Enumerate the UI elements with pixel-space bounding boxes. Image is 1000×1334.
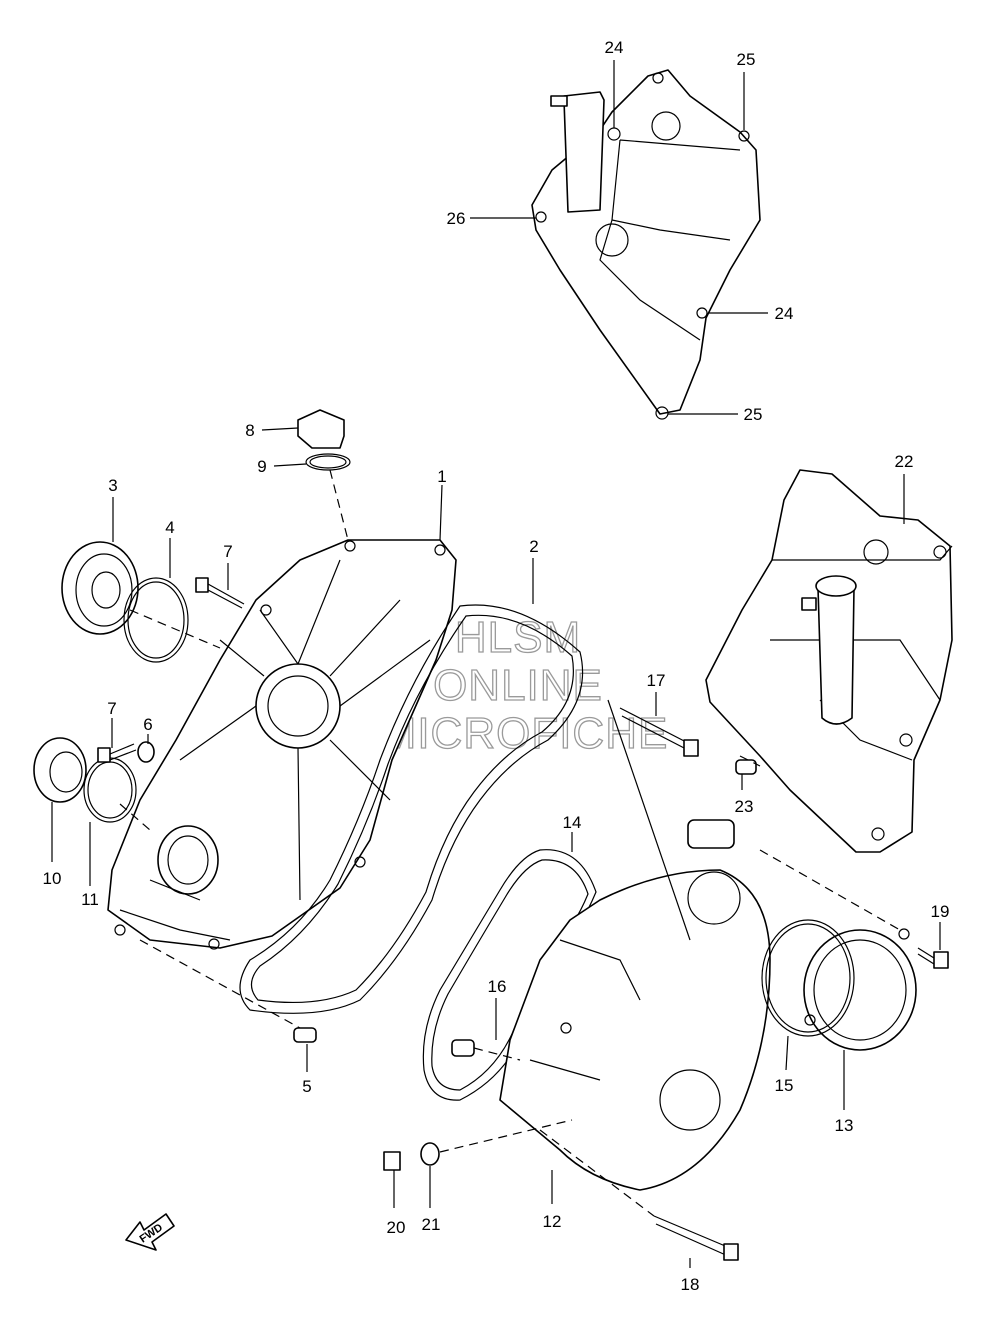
part-seal-3	[61, 541, 139, 635]
part-gasket-large	[239, 604, 584, 1014]
callout-24-right: 24	[775, 304, 794, 323]
part-o-ring-11	[83, 757, 137, 823]
part-dowel-23	[735, 759, 757, 775]
part-filler-cap	[297, 409, 351, 471]
watermark-line2: ONLINE	[433, 661, 603, 710]
callout-19: 19	[931, 902, 950, 921]
callout-24-top: 24	[605, 38, 624, 57]
fwd-arrow-icon: FWD	[125, 1213, 175, 1251]
callout-3: 3	[108, 476, 117, 495]
callout-21: 21	[422, 1215, 441, 1234]
part-washer-21	[420, 1142, 440, 1166]
callout-15: 15	[775, 1076, 794, 1095]
part-plug-10	[33, 737, 87, 803]
callout-7a: 7	[223, 542, 232, 561]
callout-5: 5	[302, 1077, 311, 1096]
callout-8: 8	[245, 421, 254, 440]
callouts: 1 2 3 4 5 6 7 7 8 9 10 11 12 13 14 15 16…	[43, 38, 950, 1294]
part-dowel-5	[293, 1027, 317, 1043]
part-o-ring	[761, 919, 855, 1037]
part-dowel-16	[451, 1039, 475, 1057]
callout-10: 10	[43, 869, 62, 888]
callout-22: 22	[895, 452, 914, 471]
part-round-cover	[803, 928, 917, 1051]
callout-18: 18	[681, 1275, 700, 1294]
callout-20: 20	[387, 1218, 406, 1237]
part-bracket-cover	[531, 69, 761, 420]
part-bolt-7a	[195, 577, 245, 609]
part-bolt-7b	[97, 743, 137, 763]
part-bolt-20	[383, 1151, 401, 1171]
part-bolt-18	[653, 1215, 739, 1261]
callout-25-top: 25	[737, 50, 756, 69]
callout-14: 14	[563, 813, 582, 832]
callout-7b: 7	[107, 699, 116, 718]
callout-2: 2	[529, 537, 538, 556]
assembly-lines	[119, 469, 901, 1217]
leader-lines	[51, 60, 941, 1268]
callout-23: 23	[735, 797, 754, 816]
callout-11: 11	[81, 890, 99, 909]
part-washer-6	[137, 741, 155, 763]
part-bolt-17	[619, 707, 699, 757]
callout-13: 13	[835, 1116, 854, 1135]
callout-26: 26	[447, 209, 466, 228]
callout-17: 17	[647, 671, 666, 690]
callout-1: 1	[437, 467, 446, 486]
watermark-line1: HLSM	[455, 613, 581, 662]
part-clutch-cover	[499, 819, 771, 1191]
callout-4: 4	[165, 518, 174, 537]
part-bolt-19	[917, 947, 949, 969]
part-o-ring-4	[123, 577, 189, 663]
part-side-cover	[705, 469, 953, 853]
callout-25-bottom: 25	[744, 405, 763, 424]
part-crankcase-cover	[107, 539, 457, 950]
callout-9: 9	[257, 457, 266, 476]
callout-6: 6	[143, 715, 152, 734]
callout-12: 12	[543, 1212, 562, 1231]
callout-16: 16	[488, 977, 507, 996]
